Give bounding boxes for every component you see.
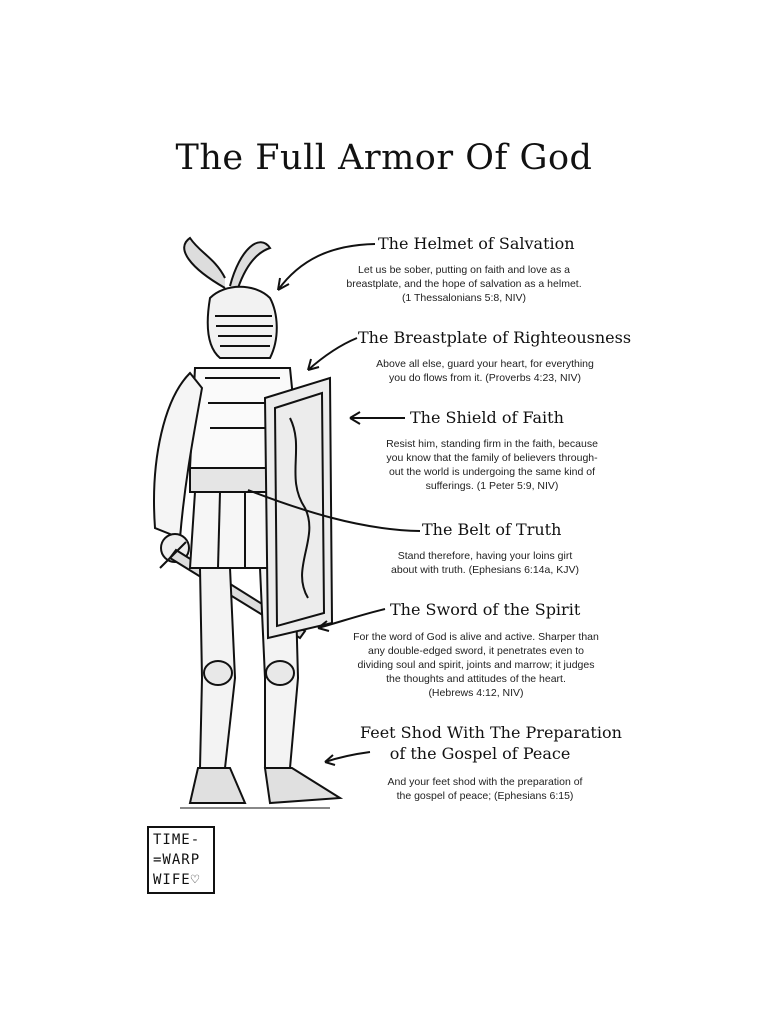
sword-text: For the word of God is alive and active.… xyxy=(353,631,599,699)
feet-text: And your feet shod with the preparation … xyxy=(387,776,583,802)
helmet-text: Let us be sober, putting on faith and lo… xyxy=(346,264,582,304)
knight-illustration xyxy=(153,236,344,809)
sword-heading: The Sword of the Spirit xyxy=(390,600,581,619)
helmet-heading: The Helmet of Salvation xyxy=(378,234,575,253)
breastplate-text: Above all else, guard your heart, for ev… xyxy=(376,358,594,384)
belt-heading: The Belt of Truth xyxy=(422,520,562,539)
breastplate-heading: The Breastplate of Righteousness xyxy=(358,328,632,347)
feet-heading: Feet Shod With The Preparation of the Go… xyxy=(360,723,622,763)
shield-heading: The Shield of Faith xyxy=(410,408,564,427)
belt-text: Stand therefore, having your loins girt … xyxy=(391,550,579,576)
time-warp-wife-logo: TIME- =WARP WIFE♡ xyxy=(147,826,215,894)
shield-text: Resist him, standing firm in the faith, … xyxy=(386,438,598,492)
page-title: The Full Armor Of God xyxy=(175,138,593,178)
